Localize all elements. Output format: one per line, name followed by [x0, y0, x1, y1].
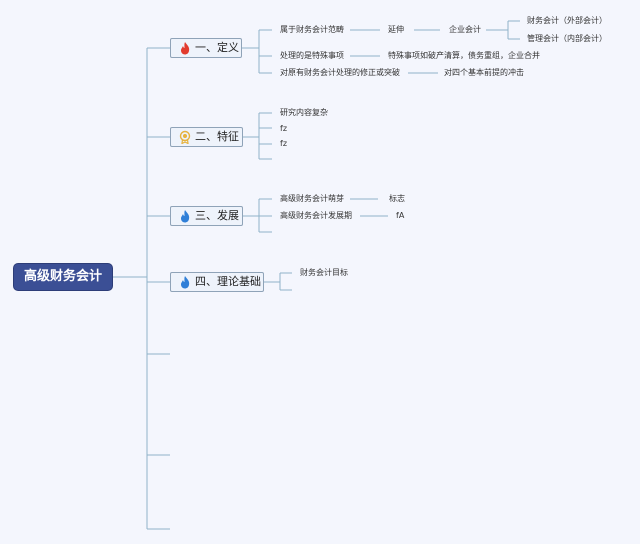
- topic-fz-1[interactable]: fz: [280, 124, 288, 133]
- topic-complex-content[interactable]: 研究内容复杂: [280, 108, 328, 117]
- badge-icon: [179, 130, 191, 145]
- topic-internal-accounting[interactable]: 管理会计（内部会计）: [527, 34, 607, 43]
- fire-icon: [179, 41, 191, 55]
- topic-special-matters-examples[interactable]: 特殊事项如破产清算，债务重组，企业合并: [388, 51, 540, 60]
- branch-definition[interactable]: 一、定义: [170, 38, 242, 58]
- branch-label: 四、理论基础: [195, 275, 261, 288]
- branch-development[interactable]: 三、发展: [170, 206, 243, 226]
- branch-label: 二、特征: [195, 130, 239, 143]
- branch-theoretical-basis[interactable]: 四、理论基础: [170, 272, 264, 292]
- topic-enterprise-accounting[interactable]: 企业会计: [449, 25, 481, 34]
- topic-extension[interactable]: 延伸: [388, 25, 404, 34]
- topic-milestone[interactable]: 标志: [389, 194, 405, 203]
- fire-icon: [179, 275, 191, 289]
- topic-special-matters[interactable]: 处理的是特殊事项: [280, 51, 344, 60]
- topic-embryonic-stage[interactable]: 高级财务会计萌芽: [280, 194, 344, 203]
- topic-financial-accounting-objective[interactable]: 财务会计目标: [300, 268, 348, 277]
- branch-label: 三、发展: [195, 209, 239, 222]
- topic-financial-accounting-scope[interactable]: 属于财务会计范畴: [280, 25, 344, 34]
- topic-fa[interactable]: fA: [396, 211, 405, 220]
- branch-label: 一、定义: [195, 41, 239, 54]
- topic-external-accounting[interactable]: 财务会计（外部会计）: [527, 16, 607, 25]
- topic-correction-breakthrough[interactable]: 对原有财务会计处理的修正或突破: [280, 68, 400, 77]
- topic-impact-on-premises[interactable]: 对四个基本前提的冲击: [444, 68, 524, 77]
- topic-development-stage[interactable]: 高级财务会计发展期: [280, 211, 352, 220]
- topic-fz-2[interactable]: fz: [280, 139, 288, 148]
- root-topic[interactable]: 高级财务会计: [14, 264, 112, 290]
- branch-characteristics[interactable]: 二、特征: [170, 127, 243, 147]
- fire-icon: [179, 209, 191, 223]
